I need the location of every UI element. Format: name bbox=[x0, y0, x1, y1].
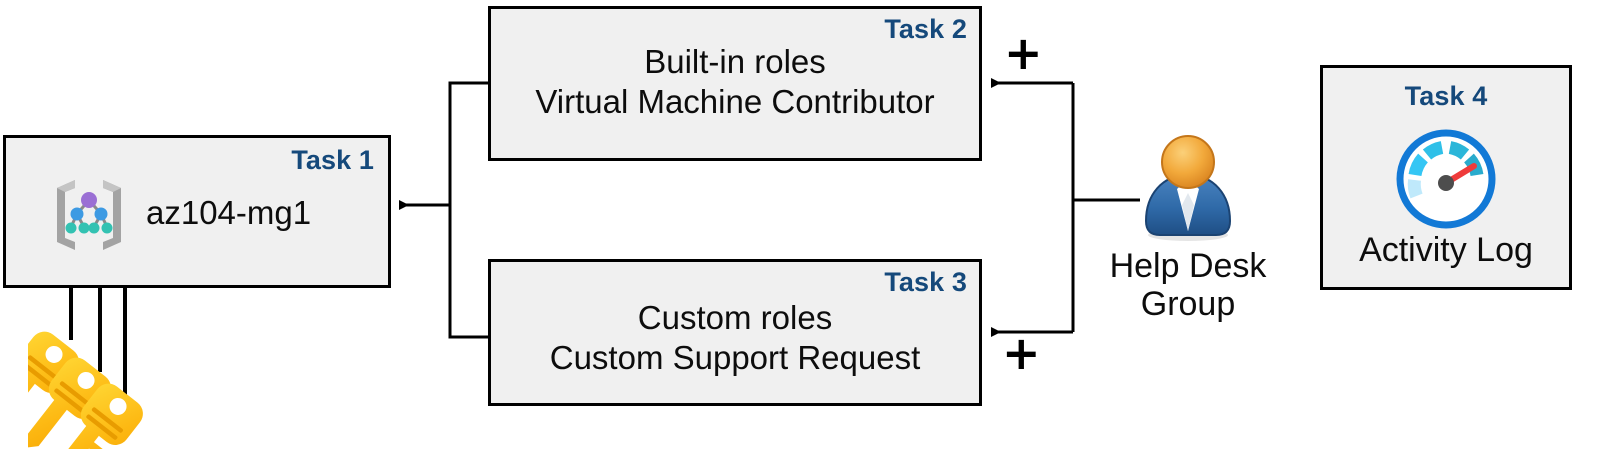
plus-icon-bottom: + bbox=[1002, 326, 1041, 380]
gauge-icon bbox=[1396, 129, 1496, 229]
task-3-label: Task 3 bbox=[884, 267, 967, 297]
task-2-box[interactable]: Task 2 Built-in roles Virtual Machine Co… bbox=[488, 6, 982, 161]
task-4-box[interactable]: Task 4 Activity Log bbox=[1320, 65, 1572, 290]
user-icon bbox=[1144, 135, 1232, 241]
task-2-text: Built-in roles Virtual Machine Contribut… bbox=[491, 42, 979, 123]
task-4-text: Activity Log bbox=[1359, 231, 1533, 269]
plus-icon-top: + bbox=[1004, 26, 1043, 80]
task-4-label: Task 4 bbox=[1404, 81, 1488, 111]
task-1-box[interactable]: Task 1 az104-mg1 bbox=[3, 135, 391, 288]
task-3-line-1: Custom roles bbox=[637, 299, 833, 336]
task-3-line-2: Custom Support Request bbox=[549, 339, 921, 377]
task-2-label: Task 2 bbox=[884, 14, 967, 44]
wire-roles-to-management-group bbox=[399, 81, 488, 339]
task-2-line-2: Virtual Machine Contributor bbox=[535, 83, 935, 121]
keys-icon bbox=[28, 331, 143, 449]
task-1-label: Task 1 bbox=[291, 145, 374, 175]
help-desk-group-label: Help Desk Group bbox=[1109, 247, 1267, 324]
management-group-icon bbox=[57, 180, 121, 250]
task-2-line-1: Built-in roles bbox=[644, 43, 826, 80]
help-desk-group[interactable]: Help Desk Group bbox=[1083, 135, 1293, 323]
wire-helpdesk-to-roles bbox=[991, 78, 1140, 337]
task-3-box[interactable]: Task 3 Custom roles Custom Support Reque… bbox=[488, 259, 982, 406]
task-3-text: Custom roles Custom Support Request bbox=[491, 298, 979, 379]
task-1-text: az104-mg1 bbox=[146, 194, 312, 231]
